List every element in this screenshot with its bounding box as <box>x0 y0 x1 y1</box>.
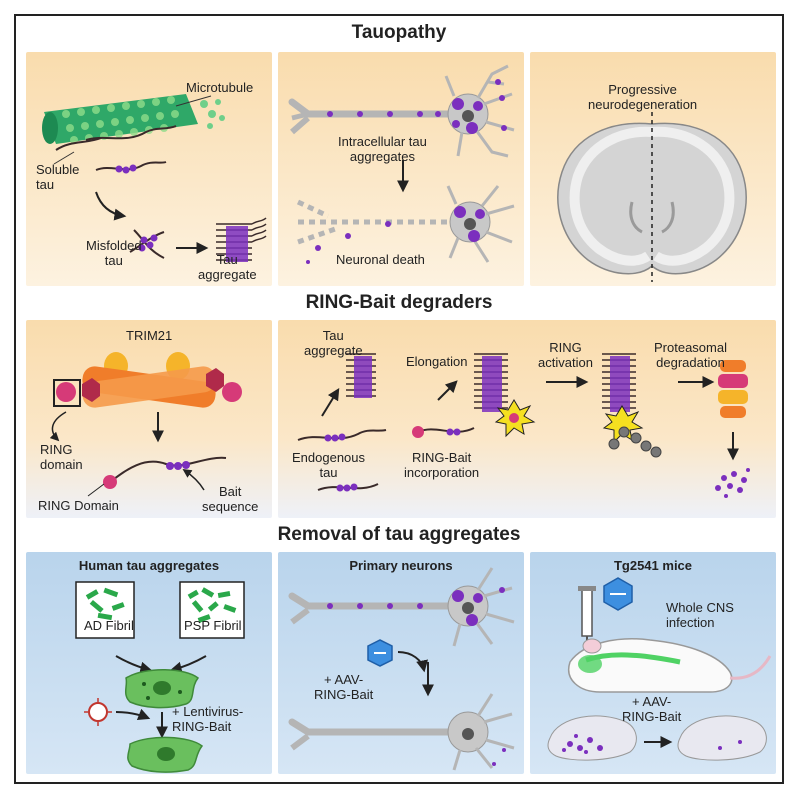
section-title-ring-bait: RING-Bait degraders <box>305 292 493 313</box>
panel-neurodegeneration: Progressive neurodegeneration <box>530 52 776 286</box>
psp-fibril-box <box>179 581 245 639</box>
label-whole-cns-infection: Whole CNS infection <box>666 600 734 630</box>
section-title-tauopathy: Tauopathy <box>351 22 447 43</box>
label-aav-ring-bait-mice: + AAV- RING-Bait <box>622 694 682 724</box>
aav-capsid-icon <box>603 577 633 611</box>
tau-aggregate-icon <box>346 353 376 398</box>
trim21-icon <box>53 352 242 408</box>
panel-title-primary-neurons: Primary neurons <box>349 558 453 573</box>
cleared-cell-icon <box>127 736 204 773</box>
elongated-aggregate-icon <box>474 353 536 438</box>
panel-human-tau-aggregates: Human tau aggregates <box>26 552 272 774</box>
label-tau-aggregate: Tau aggregate <box>198 252 257 282</box>
clean-neuron-icon <box>288 693 515 771</box>
label-trim21: TRIM21 <box>126 328 173 343</box>
label-proteasomal-degradation: Proteasomal degradation <box>654 340 727 370</box>
graphical-abstract: Tauopathy <box>14 14 784 784</box>
panel-tau-aggregation: Microtubule Soluble tau Misfolded tau Ta… <box>26 52 272 286</box>
label-misfolded-tau: Misfolded tau <box>86 238 142 268</box>
degradation-mechanism-illustration <box>297 353 750 498</box>
label-bait-sequence: Bait sequence <box>202 484 259 514</box>
panel-title-tg2541-mice: Tg2541 mice <box>613 558 693 573</box>
label-ring-bait-incorporation: RING-Bait incorporation <box>404 450 480 480</box>
degraded-fragments-icon <box>715 468 750 498</box>
ad-fibril-box <box>75 581 135 639</box>
trim21-illustration <box>49 352 242 497</box>
panel-degradation-mechanism: Tau aggregate Elongation RING activation… <box>278 320 776 518</box>
activated-aggregate-icon <box>602 353 662 458</box>
brain-section-icon <box>557 112 747 282</box>
brain-after-icon <box>677 715 767 761</box>
brain-before-icon <box>547 715 637 761</box>
label-endogenous-tau: Endogenous tau <box>292 450 366 480</box>
label-ring-domain: RING Domain <box>38 498 119 513</box>
aav-capsid-icon <box>367 639 393 667</box>
section-title-removal: Removal of tau aggregates <box>277 524 521 545</box>
misfolded-tau-icon <box>129 229 165 259</box>
label-ring-domain-lower: RING domain <box>40 442 83 472</box>
healthy-neuron-icon <box>288 64 515 158</box>
mice-illustration <box>547 577 772 761</box>
ring-bait-molecule-icon <box>87 456 227 497</box>
panel-primary-neurons: Primary neurons <box>278 552 524 774</box>
cell-with-fibrils-icon <box>124 669 200 709</box>
primary-neurons-illustration <box>288 567 515 771</box>
label-ad-fibril: AD Fibril <box>84 618 134 633</box>
endogenous-tau-icon <box>297 429 387 492</box>
label-progressive-neurodegeneration: Progressive neurodegeneration <box>588 82 698 112</box>
label-elongation: Elongation <box>406 354 468 369</box>
label-neuronal-death: Neuronal death <box>336 252 425 267</box>
panel-trim21: TRIM21 RING domain RING Domain Bait sequ… <box>26 320 272 518</box>
soluble-tau-icon <box>53 151 167 174</box>
panel-neuronal-death: Intracellular tau aggregates Neuronal de… <box>278 52 524 286</box>
tau-aggregation-illustration <box>42 94 267 262</box>
mouse-icon <box>568 638 772 693</box>
tau-neuron-icon <box>288 567 515 647</box>
label-lentivirus-ring-bait: + Lentivirus- RING-Bait <box>172 704 244 734</box>
microtubule-icon <box>42 94 225 151</box>
tau-aggregate-icon <box>216 217 267 262</box>
label-tau-aggregate: Tau aggregate <box>304 328 363 358</box>
lentivirus-icon <box>84 698 112 726</box>
dying-neuron-icon <box>296 185 515 264</box>
ring-bait-incorporation-icon <box>412 426 475 438</box>
label-soluble-tau: Soluble tau <box>36 162 80 192</box>
label-microtubule: Microtubule <box>186 80 254 95</box>
label-aav-ring-bait-neurons: + AAV- RING-Bait <box>314 672 374 702</box>
label-ring-activation: RING activation <box>538 340 593 370</box>
neuron-illustration <box>288 64 515 264</box>
label-psp-fibril: PSP Fibril <box>184 618 242 633</box>
panel-title-human-tau: Human tau aggregates <box>78 558 220 573</box>
proteasome-icon <box>718 360 748 418</box>
label-intracellular-tau: Intracellular tau aggregates <box>338 134 427 164</box>
human-tau-illustration <box>75 581 245 773</box>
ring-domain-highlight-box <box>53 379 81 407</box>
panel-tg2541-mice: Tg2541 mice <box>530 552 776 774</box>
